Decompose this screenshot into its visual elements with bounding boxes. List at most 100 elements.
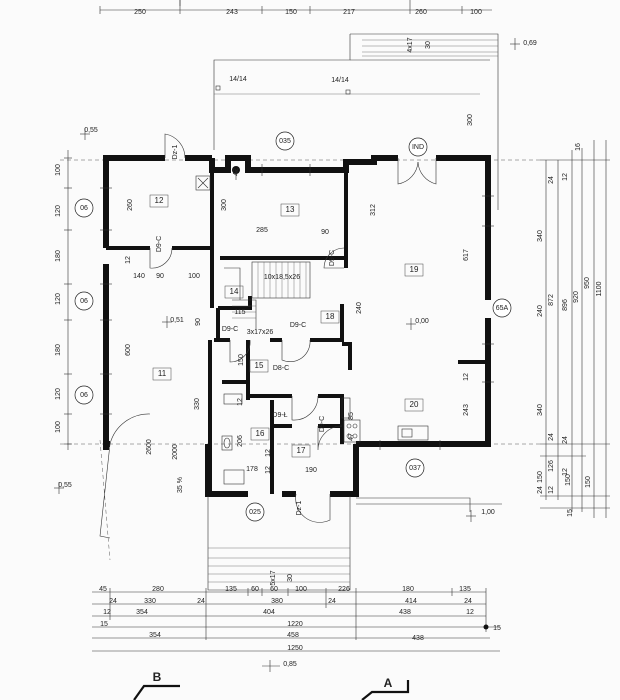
left-dimension-value: 180 — [55, 344, 62, 356]
annotation-label: D9-C — [290, 322, 306, 329]
room-number-frame — [320, 310, 340, 324]
top-dimension-value: 250 — [134, 9, 146, 16]
room-number: 19 — [410, 265, 419, 274]
annotation-label: 0,51 — [170, 317, 184, 324]
right-dimension-value: 24 — [562, 436, 569, 444]
bottom-dimension-value: 60 — [270, 586, 278, 593]
bottom-dimension-value: 12 — [103, 609, 111, 616]
axis-marker-circle — [492, 298, 512, 318]
bottom-dimension-value: 404 — [263, 609, 275, 616]
annotation-label: 178 — [246, 466, 258, 473]
axis-marker-circle — [74, 385, 94, 405]
terrace — [213, 33, 520, 210]
left-dimension-value: 120 — [55, 388, 62, 400]
annotation-label: 0,55 — [84, 127, 98, 134]
room-number-frame — [149, 194, 169, 208]
right-dimension-value: 950 — [584, 277, 591, 289]
annotation-label: D9-C — [319, 416, 326, 432]
top-dimension-value: 243 — [226, 9, 238, 16]
bottom-dimension-lines — [92, 588, 500, 672]
annotation-label: 260 — [127, 199, 134, 211]
annotation-label: 330 — [194, 398, 201, 410]
annotation-label: 100 — [188, 273, 200, 280]
annotation-label: 190 — [305, 467, 317, 474]
left-dimension-value: 100 — [55, 164, 62, 176]
axis-marker-label: 06 — [80, 298, 88, 305]
bottom-dimension-value: 135 — [459, 586, 471, 593]
bottom-dimension-value: 380 — [271, 598, 283, 605]
annotation-label: 14/14 — [331, 77, 349, 84]
axis-marker-label: 06 — [80, 205, 88, 212]
room-number: 16 — [256, 429, 265, 438]
annotation-label: 300 — [467, 114, 474, 126]
annotation-label: 30 — [425, 41, 432, 49]
room-number: 11 — [158, 369, 167, 378]
room-number: 18 — [326, 312, 335, 321]
annotation-label: Dz-1 — [172, 145, 179, 160]
top-dimension-value: 217 — [343, 9, 355, 16]
room-number-frame — [250, 427, 270, 441]
annotation-label: 85 — [348, 412, 355, 420]
right-dimension-value: 12 — [548, 486, 555, 494]
room-number-frame — [249, 359, 269, 373]
room-number: 20 — [410, 400, 419, 409]
annotation-label: 42 — [233, 168, 240, 176]
room-number-frame — [404, 398, 424, 412]
room-number: 12 — [155, 196, 164, 205]
annotation-label: 1,00 — [481, 509, 495, 516]
right-dimension-value: 340 — [537, 404, 544, 416]
room-number-frame — [280, 203, 300, 217]
annotation-label: 35 % — [177, 477, 184, 493]
annotation-label: 4x17 — [407, 37, 414, 52]
section-letter: A — [384, 676, 393, 690]
axis-marker-circle — [74, 198, 94, 218]
annotation-label: 5x17 — [270, 570, 277, 585]
top-dimension-value: 150 — [285, 9, 297, 16]
right-dimension-value: 24 — [548, 176, 555, 184]
annotation-label: 600 — [125, 344, 132, 356]
bottom-dimension-value: 60 — [251, 586, 259, 593]
room-number-frame — [291, 444, 311, 458]
axis-marker-label: 035 — [279, 138, 291, 145]
annotation-label: 3x17x26 — [247, 329, 274, 336]
right-dimension-value: 150 — [585, 476, 592, 488]
level-markers — [54, 128, 476, 522]
annotation-label: 2000 — [172, 444, 179, 460]
bottom-dimension-value: 100 — [295, 586, 307, 593]
axis-marker-circle — [74, 291, 94, 311]
bottom-dimension-value: 280 — [152, 586, 164, 593]
bottom-dimension-value: 226 — [338, 586, 350, 593]
right-dimension-value: 150 — [537, 471, 544, 483]
annotation-label: D9-C — [222, 326, 238, 333]
bottom-dimension-value: 15 — [493, 625, 501, 632]
right-dimension-value: 16 — [575, 143, 582, 151]
bottom-dimension-value: 1220 — [287, 621, 303, 628]
right-dimension-value: 1100 — [596, 281, 603, 296]
annotation-label: 617 — [463, 249, 470, 261]
axis-marker-circle — [275, 131, 295, 151]
left-dimension-value: 120 — [55, 293, 62, 305]
annotation-label: 12 — [237, 398, 244, 406]
right-dimension-value: 12 — [562, 173, 569, 181]
axis-marker-label: IND — [412, 144, 424, 151]
annotation-label: 12 — [463, 373, 470, 381]
fixtures — [195, 166, 429, 485]
bottom-dimension-value: 438 — [399, 609, 411, 616]
right-dimension-value: 896 — [562, 299, 569, 311]
axis-marker-label: 025 — [249, 509, 261, 516]
top-dimension-value: 260 — [415, 9, 427, 16]
bottom-dimension-value: 1250 — [287, 645, 303, 652]
annotation-label: 30 — [287, 574, 294, 582]
annotation-label: 115 — [234, 309, 245, 316]
right-dimension-value: 150 — [565, 474, 572, 486]
annotation-label: Dz-1 — [296, 501, 303, 516]
axis-marker-circle — [405, 458, 425, 478]
exterior-walls — [103, 155, 491, 497]
annotation-label: 140 — [133, 273, 145, 280]
bottom-dimension-value: 414 — [405, 598, 417, 605]
room-number: 15 — [255, 361, 264, 370]
annotation-label: D9-C — [329, 250, 336, 266]
